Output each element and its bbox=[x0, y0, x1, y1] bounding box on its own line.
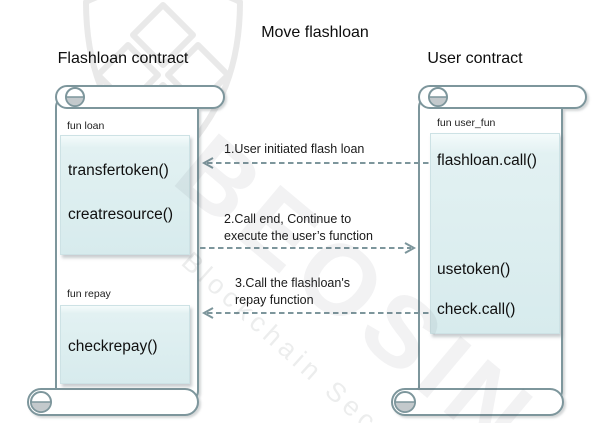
scroll-top-roll bbox=[55, 85, 225, 109]
arrow-2-call-end bbox=[200, 242, 417, 254]
scroll-bottom-roll bbox=[391, 388, 564, 416]
arrow-1-user-initiated bbox=[201, 157, 430, 169]
page-title: Move flashloan bbox=[261, 24, 369, 41]
arrow-3-call-repay bbox=[201, 307, 430, 319]
fun-loan-label: fun loan bbox=[67, 120, 105, 132]
fun-user-fun-label: fun user_fun bbox=[437, 117, 496, 129]
function-transfertoken: transfertoken() bbox=[68, 162, 169, 179]
scroll-top-roll bbox=[418, 85, 587, 109]
function-flashloan-call: flashloan.call() bbox=[437, 152, 537, 169]
arrow-label-1: 1.User initiated flash loan bbox=[224, 142, 365, 156]
fun-repay-label: fun repay bbox=[67, 288, 111, 300]
arrow-label-3-line1: 3.Call the flashloan's bbox=[235, 276, 350, 290]
scroll-bottom-roll bbox=[27, 388, 199, 416]
arrowhead-left-icon bbox=[201, 307, 214, 319]
arrow-label-2-line2: execute the user’s function bbox=[224, 229, 373, 243]
function-checkrepay: checkrepay() bbox=[68, 338, 158, 355]
scroll-curl-shade bbox=[30, 401, 52, 413]
scroll-curl-shade bbox=[394, 401, 416, 413]
arrow-label-3: 3.Call the flashloan's repay function bbox=[235, 275, 350, 309]
function-creatresource: creatresource() bbox=[68, 206, 174, 223]
repay-function-box bbox=[60, 305, 190, 384]
arrowhead-left-icon bbox=[201, 157, 214, 169]
arrow-label-2: 2.Call end, Continue to execute the user… bbox=[224, 211, 373, 245]
arrow-label-2-line1: 2.Call end, Continue to bbox=[224, 212, 352, 226]
function-usetoken: usetoken() bbox=[437, 261, 511, 278]
flashloan-contract-title: Flashloan contract bbox=[57, 50, 189, 67]
user-function-box bbox=[430, 133, 560, 334]
scroll-curl-shade bbox=[428, 96, 448, 107]
scroll-curl-shade bbox=[65, 96, 85, 107]
arrowhead-right-icon bbox=[404, 242, 417, 254]
loan-function-box bbox=[60, 135, 190, 255]
arrow-label-3-line2: repay function bbox=[235, 293, 314, 307]
function-check-call: check.call() bbox=[437, 301, 516, 318]
user-contract-title: User contract bbox=[427, 50, 523, 67]
